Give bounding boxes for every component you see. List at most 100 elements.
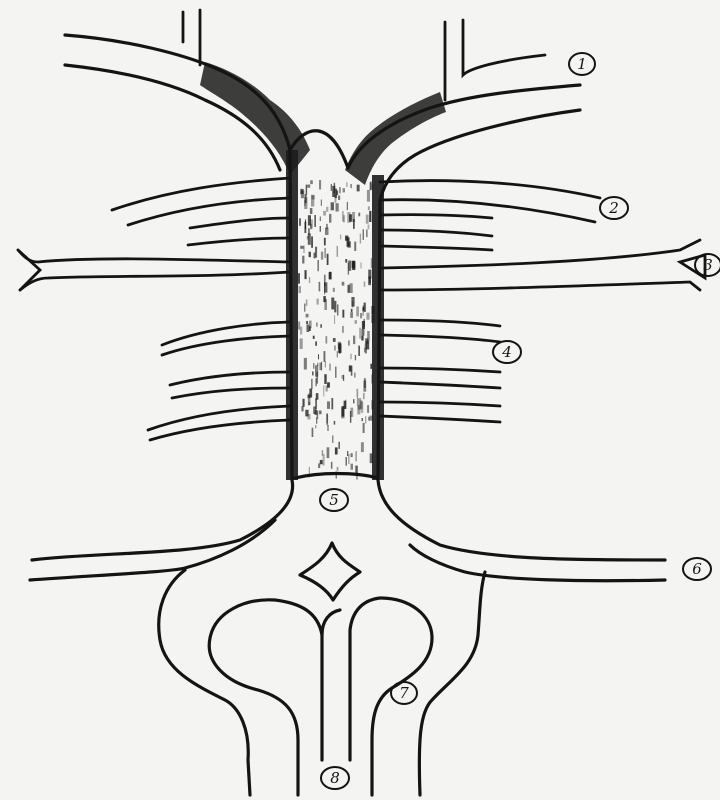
trunk-speckle-mark [299,218,301,226]
trunk-speckle-mark [366,313,369,320]
trunk-speckle-mark [342,326,343,333]
trunk-speckle-mark [335,447,338,454]
trunk-speckle-mark [327,447,330,458]
trunk-speckle-mark [370,453,373,463]
trunk-speckle-mark [355,355,356,360]
trunk-speckle-mark [353,336,355,345]
lower-right-inner [410,545,665,581]
trunk-speckle-mark [323,454,325,465]
trunk-speckle-mark [356,451,357,461]
trunk-speckle-mark [338,196,340,200]
trunk-speckle-mark [334,301,336,313]
trunk-speckle-mark [337,467,339,471]
left-inner-loop [209,600,322,795]
trunk-speckle-mark [331,298,334,310]
callout-2: 2 [600,197,628,219]
trunk-speckle-mark [300,338,303,349]
callout-3: 3 [695,254,720,276]
trunk-speckle-mark [357,397,358,406]
trunk-speckle-mark [317,260,319,271]
trunk-speckle-mark [350,312,353,318]
lower-left-outline [32,480,293,560]
trunk-speckle-mark [371,258,372,268]
trunk-speckle-mark [304,358,307,370]
trunk-speckle-mark [324,282,327,292]
trunk-speckle-mark [363,229,364,240]
trunk-speckle-mark [327,401,330,409]
trunk-speckle-mark [298,273,300,284]
trunk-speckle-mark [342,310,344,318]
trunk-speckle-mark [320,226,321,232]
trunk-speckle-mark [347,212,350,223]
trunk-speckle-mark [327,254,329,265]
trunk-speckle-mark [314,253,316,259]
trunk-speckle-mark [313,407,316,415]
right-side-branches [380,181,705,422]
trunk-speckle-mark [358,346,360,356]
trunk-speckle-mark [308,233,311,244]
svg-text:7: 7 [399,684,409,702]
trunk-speckle-mark [352,212,355,222]
trunk-speckle-mark [300,246,303,249]
trunk-speckle-mark [317,363,318,366]
trunk-speckle-mark [324,238,326,246]
trunk-speckle-mark [312,371,314,375]
trunk-speckle-mark [319,180,321,190]
trunk-speckle-mark [309,277,310,283]
trunk-speckle-mark [366,215,369,224]
trunk-speckle-mark [302,256,304,264]
trunk-speckle-mark [300,327,302,335]
trunk-speckle-mark [345,259,347,263]
trunk-speckle-mark [306,185,307,195]
trunk-speckle-mark [305,219,306,229]
trunk-speckle-mark [310,219,313,228]
trunk-speckle-mark [320,324,322,328]
trunk-speckle-mark [339,187,341,193]
trunk-speckle-mark [316,372,318,384]
trunk-speckle-mark [334,345,335,350]
trunk-speckle-mark [351,464,354,470]
trunk-speckle-mark [352,301,354,307]
trunk-speckle-mark [348,285,350,293]
trunk-speckle-mark [371,306,374,314]
trunk-speckle-mark [370,416,373,421]
trunk-speckle-mark [363,393,364,399]
trunk-speckle-mark [371,374,372,383]
trunk-speckle-mark [306,314,309,318]
trunk-speckle-mark [344,401,347,409]
trunk-speckle-mark [317,299,319,305]
trunk-speckle-mark [353,399,355,403]
trunk-speckle-mark [348,261,351,271]
trunk-speckle-mark [303,399,305,407]
trunk-speckle-mark [338,442,340,449]
trunk-speckle-mark [298,322,300,330]
trunk-speckle-mark [337,351,338,357]
trunk-speckle-mark [347,202,348,210]
trunk-speckle-mark [343,375,344,381]
trunk-speckle-mark [301,406,303,411]
svg-text:5: 5 [329,491,339,509]
svg-text:4: 4 [501,343,512,361]
trunk-speckle-mark [342,282,345,286]
trunk-speckle-mark [362,418,363,421]
trunk-speckle-mark [325,361,326,367]
trunk-speckle-mark [342,211,343,221]
trunk-speckle-mark [331,398,333,409]
trunk-speckle-mark [370,364,372,369]
lower-left-inner [30,520,275,580]
trunk-speckle-mark [367,190,370,202]
trunk-speckle-mark [319,282,321,292]
trunk-speckle-mark [362,308,364,311]
trunk-speckle-mark [310,208,313,214]
trunk-speckle-mark [324,248,326,258]
callout-1: 1 [569,53,595,75]
trunk-speckle-mark [331,184,332,191]
trunk-speckle-mark [334,315,335,324]
trunk-speckle-mark [365,344,367,354]
trunk-speckle-mark [366,230,368,238]
trunk-speckle-mark [309,252,311,257]
trunk-speckle-mark [356,307,359,317]
trunk-speckle-mark [321,200,322,206]
trunk-speckle-mark [360,234,361,244]
